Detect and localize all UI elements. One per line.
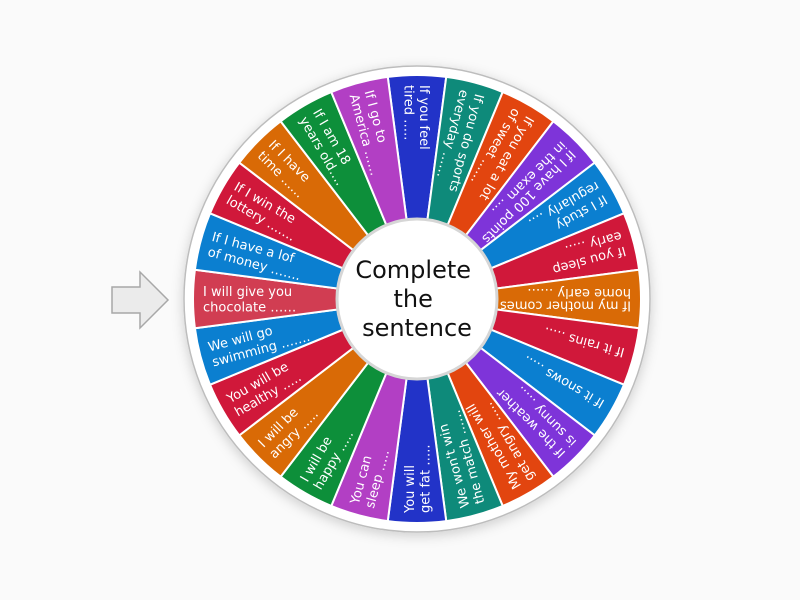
wheel-segment-label: If my mother comeshome early …… (500, 285, 631, 313)
wheel-segment-label-line: get fat ….. (418, 444, 433, 513)
wheel-segment-label-line: home early …… (527, 285, 631, 300)
wheel-segment-label: You willget fat ….. (403, 444, 434, 514)
wheel-segment-label-line: chocolate …… (203, 300, 296, 315)
wheel-segment[interactable]: You willget fat ….. (386, 298, 448, 524)
arrow-pointer-icon (111, 270, 170, 330)
center-label: Complete the sentence (355, 256, 478, 342)
center-hub[interactable] (335, 217, 499, 381)
wheel-segment-label-line: If my mother comes (500, 297, 631, 312)
wheel-segment[interactable]: If my mother comeshome early …… (416, 268, 642, 330)
wheel-segment-label: If you feeltired ….. (401, 85, 432, 150)
wheel-segment-label-line: tired ….. (401, 85, 416, 140)
center-label-line-2: the (393, 285, 432, 313)
spin-wheel[interactable]: If you feeltired …..If you do sportsever… (183, 65, 651, 533)
center-label-line-3: sentence (362, 314, 472, 342)
center-label-line-1: Complete (355, 256, 471, 284)
wheel-segment-label-line: You will (403, 465, 418, 514)
wheel-segment-label-line: If you feel (416, 85, 431, 150)
wheel-segment-label-line: I will give you (203, 285, 292, 300)
